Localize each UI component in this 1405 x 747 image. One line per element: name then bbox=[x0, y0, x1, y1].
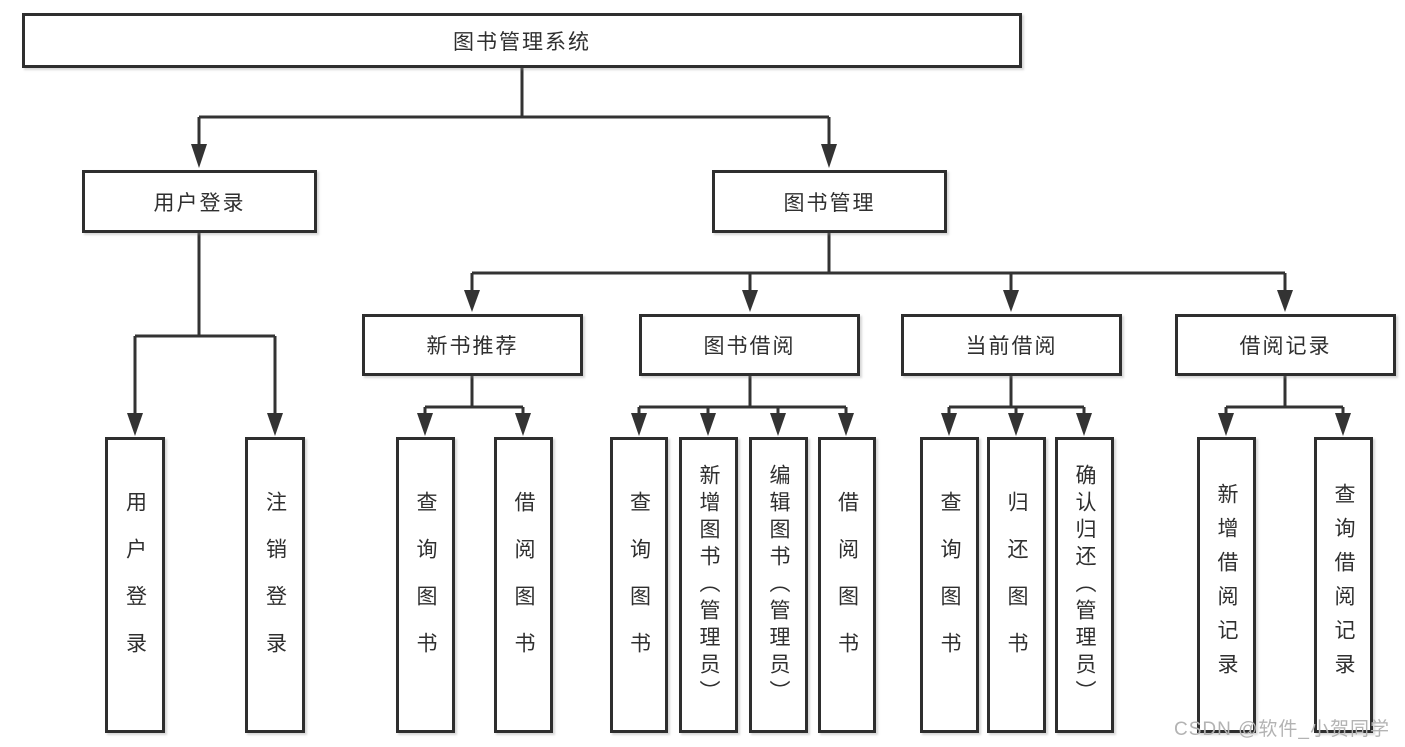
leaf-query-books-current: 查询图书 bbox=[920, 437, 979, 733]
arrowhead-icon bbox=[742, 290, 758, 312]
csdn-watermark: CSDN @软件_小贺同学 bbox=[1174, 719, 1390, 740]
leaf-edit-books-admin: 编辑图书（管理员） bbox=[749, 437, 808, 733]
leaf-label: 查询图书 bbox=[938, 491, 961, 679]
node-book-management: 图书管理 bbox=[712, 170, 947, 233]
arrowhead-icon bbox=[515, 413, 531, 436]
node-label: 用户登录 bbox=[153, 191, 246, 215]
leaf-label: 新增借阅记录 bbox=[1215, 483, 1238, 687]
leaf-label: 编辑图书（管理员） bbox=[767, 463, 790, 707]
arrowhead-icon bbox=[631, 413, 647, 436]
arrowhead-icon bbox=[1277, 290, 1293, 312]
arrowhead-icon bbox=[464, 290, 480, 312]
node-borrowing-records: 借阅记录 bbox=[1175, 314, 1396, 376]
node-label: 图书借阅 bbox=[703, 335, 796, 358]
node-label: 借阅记录 bbox=[1239, 335, 1332, 358]
leaf-query-books-borrowing: 查询图书 bbox=[610, 437, 668, 733]
leaf-label: 查询图书 bbox=[627, 491, 651, 679]
leaf-confirm-return-admin: 确认归还（管理员） bbox=[1055, 437, 1114, 733]
node-user-login: 用户登录 bbox=[82, 170, 317, 233]
leaf-user-login: 用户登录 bbox=[105, 437, 165, 733]
node-library-management-system: 图书管理系统 bbox=[22, 13, 1022, 68]
leaf-logout: 注销登录 bbox=[245, 437, 305, 733]
arrowhead-icon bbox=[127, 413, 143, 436]
arrowhead-icon bbox=[1003, 290, 1019, 312]
node-label: 新书推荐 bbox=[426, 335, 519, 358]
leaf-label: 新增图书（管理员） bbox=[697, 463, 720, 707]
leaf-query-borrow-record: 查询借阅记录 bbox=[1314, 437, 1373, 733]
node-label: 图书管理 bbox=[783, 191, 876, 215]
leaf-label: 注销登录 bbox=[263, 491, 287, 679]
leaf-borrow-books: 借阅图书 bbox=[818, 437, 876, 733]
leaf-label: 用户登录 bbox=[123, 491, 147, 679]
leaf-borrow-books-recommend: 借阅图书 bbox=[494, 437, 553, 733]
arrowhead-icon bbox=[417, 413, 433, 436]
leaf-label: 归还图书 bbox=[1005, 491, 1028, 679]
leaf-label: 查询图书 bbox=[414, 491, 437, 679]
node-new-book-recommendation: 新书推荐 bbox=[362, 314, 583, 376]
arrowhead-icon bbox=[838, 413, 854, 436]
arrowhead-icon bbox=[941, 413, 957, 436]
leaf-label: 查询借阅记录 bbox=[1332, 483, 1355, 687]
leaf-label: 借阅图书 bbox=[512, 491, 535, 679]
arrowheads bbox=[127, 144, 1351, 436]
arrowhead-icon bbox=[821, 144, 837, 168]
leaf-add-books-admin: 新增图书（管理员） bbox=[679, 437, 738, 733]
leaf-query-books-recommend: 查询图书 bbox=[396, 437, 455, 733]
node-label: 当前借阅 bbox=[965, 335, 1058, 358]
leaf-label: 借阅图书 bbox=[835, 491, 859, 679]
node-book-borrowing: 图书借阅 bbox=[639, 314, 860, 376]
arrowhead-icon bbox=[267, 413, 283, 436]
arrowhead-icon bbox=[1008, 413, 1024, 436]
node-label: 图书管理系统 bbox=[453, 30, 591, 54]
arrowhead-icon bbox=[1076, 413, 1092, 436]
arrowhead-icon bbox=[1218, 413, 1234, 436]
node-current-borrowing: 当前借阅 bbox=[901, 314, 1122, 376]
leaf-return-books: 归还图书 bbox=[987, 437, 1046, 733]
leaf-label: 确认归还（管理员） bbox=[1073, 463, 1096, 707]
arrowhead-icon bbox=[1335, 413, 1351, 436]
arrowhead-icon bbox=[770, 413, 786, 436]
leaf-add-borrow-record: 新增借阅记录 bbox=[1197, 437, 1256, 733]
arrowhead-icon bbox=[191, 144, 207, 168]
arrowhead-icon bbox=[700, 413, 716, 436]
